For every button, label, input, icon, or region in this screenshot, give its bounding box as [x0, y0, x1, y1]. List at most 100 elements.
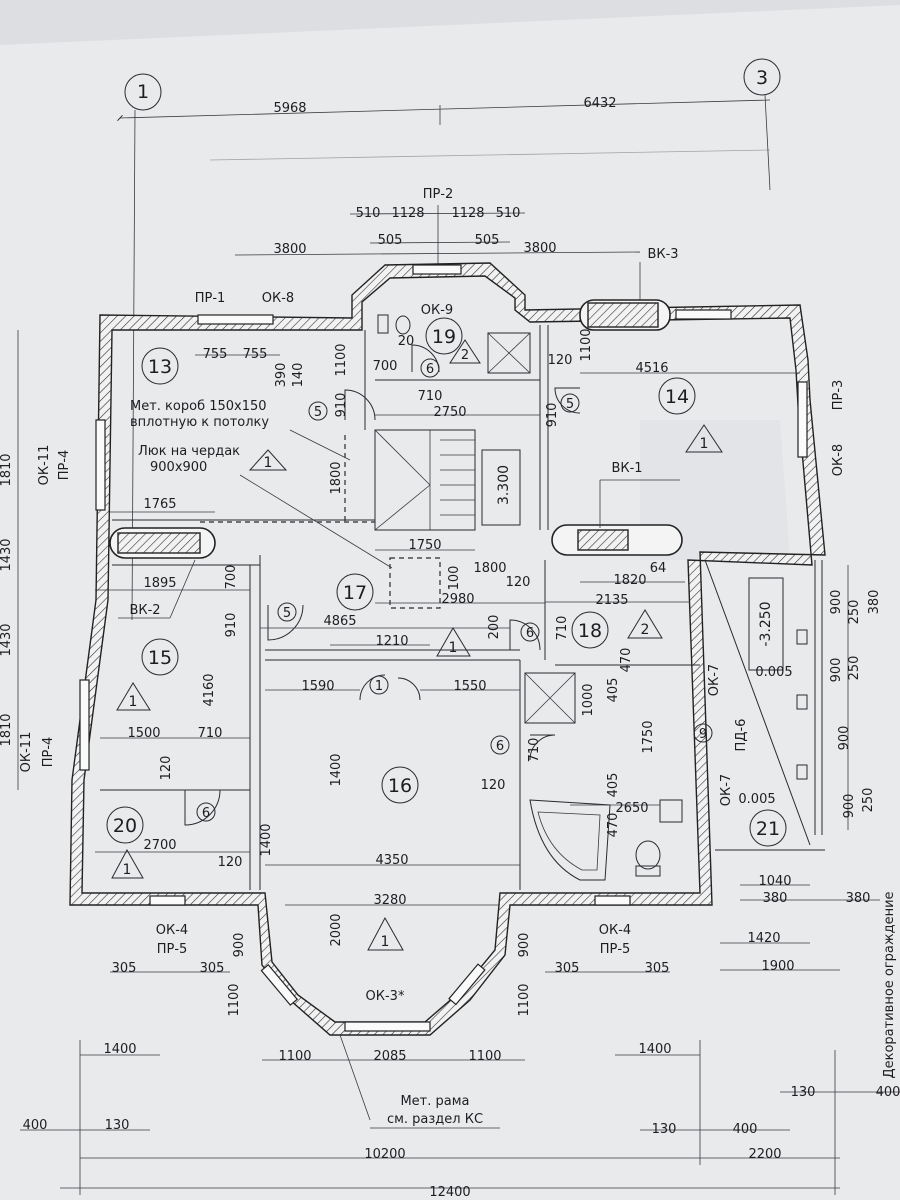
dim-line-3800 [234, 251, 641, 256]
door-13 [344, 389, 376, 421]
stair-outline [374, 429, 476, 531]
dim-120-c: 120 [159, 756, 174, 781]
leader-frame [339, 1034, 371, 1121]
railing-post-3 [796, 764, 808, 780]
triangle-marker-15 [116, 682, 151, 711]
door-mark-5-b-text: 5 [566, 397, 574, 412]
shower-19-x2 [487, 332, 531, 374]
door-mark-6-b-text: 6 [526, 626, 534, 641]
dim-2700: 2700 [143, 838, 176, 853]
dim-900-r3: 900 [837, 726, 852, 751]
tag-pd-6: ПД-6 [734, 719, 749, 752]
dim-1100-b: 1100 [579, 328, 594, 361]
dim-1040: 1040 [758, 874, 791, 889]
vent-vk-2-fill [117, 532, 201, 554]
shower-tray-bath [524, 672, 576, 724]
leader-duct [289, 429, 351, 461]
window-ok-4-left [149, 895, 186, 906]
dim-405-a: 405 [606, 678, 621, 703]
dim-470-a: 470 [619, 648, 634, 673]
dim-755-b: 755 [243, 347, 268, 362]
dim-1100-d: 1100 [517, 983, 532, 1016]
dim-305-d: 305 [645, 961, 670, 976]
door-mark-5-c-text: 5 [283, 606, 291, 621]
note-hatch-line-1: Люк на чердак [138, 444, 240, 459]
exterior-walls [69, 262, 826, 1036]
tag-pr-4-top: ПР-4 [57, 450, 72, 481]
door-16-left-leaf [359, 674, 386, 701]
dim-200: 200 [487, 615, 502, 640]
triangle-14-label: 1 [700, 436, 709, 452]
finish-markers: 1 1 1 1 1 1 2 2 [111, 339, 723, 951]
dim-700-b: 700 [224, 565, 239, 590]
dim-1100-c: 1100 [227, 983, 242, 1016]
corner-bathtub [529, 799, 611, 881]
window-ok-8-top [197, 314, 274, 325]
triangle-16-label: 1 [381, 934, 390, 950]
room-bubble-18 [571, 611, 609, 649]
dim-1810-b: 1810 [0, 713, 14, 746]
tag-ok-8-right: ОК-8 [831, 444, 846, 476]
leader-vk-2-up [169, 559, 196, 619]
dim-3280: 3280 [373, 893, 406, 908]
door-bath [529, 734, 556, 761]
dim-120-e: 120 [218, 855, 243, 870]
railing-post-1 [796, 629, 808, 645]
window-ok-4-right [594, 895, 631, 906]
room-bubble-19 [425, 317, 463, 355]
bottom-dimension-chain: 400 130 130 400 130 400 10200 2200 12400 [20, 1040, 900, 1200]
dim-4516: 4516 [635, 361, 668, 376]
room-bubble-21 [749, 809, 787, 847]
note-duct-line-1: Мет. короб 150х150 [130, 399, 267, 414]
note-frame-line-1: Мет. рама [400, 1094, 469, 1109]
dim-1800-a: 1800 [329, 461, 344, 494]
tag-pr-4-bottom: ПР-4 [41, 737, 56, 768]
dim-2085: 2085 [373, 1049, 406, 1064]
level-0005-a: 0.005 [755, 665, 792, 680]
dim-305-b: 305 [200, 961, 225, 976]
dim-250-r2: 250 [847, 656, 862, 681]
triangle-marker-19 [449, 339, 481, 364]
stair-winder-1 [374, 429, 431, 486]
paper-shadow [0, 0, 900, 560]
terrace-diagonal [704, 559, 811, 846]
dim-2135: 2135 [595, 593, 628, 608]
door-mark-6-c-text: 6 [496, 739, 504, 754]
dim-400-right: 400 [733, 1122, 758, 1137]
dim-140: 140 [291, 363, 306, 388]
room-20: 20 [113, 815, 137, 837]
left-dimension-chain: 1810 1430 1430 1810 [0, 330, 19, 790]
axis-label-3: 3 [756, 67, 768, 89]
dim-390: 390 [274, 363, 289, 388]
leader-hatch [239, 474, 393, 569]
dim-4350: 4350 [375, 853, 408, 868]
dim-1820: 1820 [613, 573, 646, 588]
shower-tray-19 [487, 332, 531, 374]
opening-tags: ПР-1 ОК-8 ОК-9 ВК-3 ВК-1 ВК-2 ПР-3 ОК-8 … [19, 247, 846, 1004]
dim-910-a: 910 [334, 393, 349, 418]
dim-1128-left: 1128 [391, 206, 424, 221]
room-bubble-15 [141, 638, 179, 676]
terrace-railing: -3.250 [748, 560, 823, 835]
dim-1420: 1420 [747, 931, 780, 946]
tag-pr-3: ПР-3 [831, 380, 846, 411]
notes: Мет. короб 150х150 вплотную к потолку Лю… [130, 399, 897, 1129]
door-marks: 5 5 5 6 6 6 6 1 9 [196, 358, 713, 822]
axis-bubble-3 [743, 58, 781, 96]
dim-700-a: 700 [373, 359, 398, 374]
dim-2750: 2750 [433, 405, 466, 420]
room-17: 17 [343, 582, 367, 604]
dim-1210: 1210 [375, 634, 408, 649]
door-mark-6-d [196, 802, 216, 822]
door-mark-9 [693, 723, 713, 743]
tag-ok-11-top: ОК-11 [37, 445, 52, 486]
toilet-19-tank [377, 314, 389, 334]
door-mark-6-c [490, 735, 510, 755]
dim-130-far: 130 [791, 1085, 816, 1100]
window-ok-9 [412, 264, 462, 275]
room-18: 18 [578, 620, 602, 642]
tag-ok-11-bottom: ОК-11 [19, 732, 34, 773]
dim-64: 64 [650, 561, 667, 576]
window-top-right [675, 309, 732, 320]
interior-walls [100, 325, 825, 890]
